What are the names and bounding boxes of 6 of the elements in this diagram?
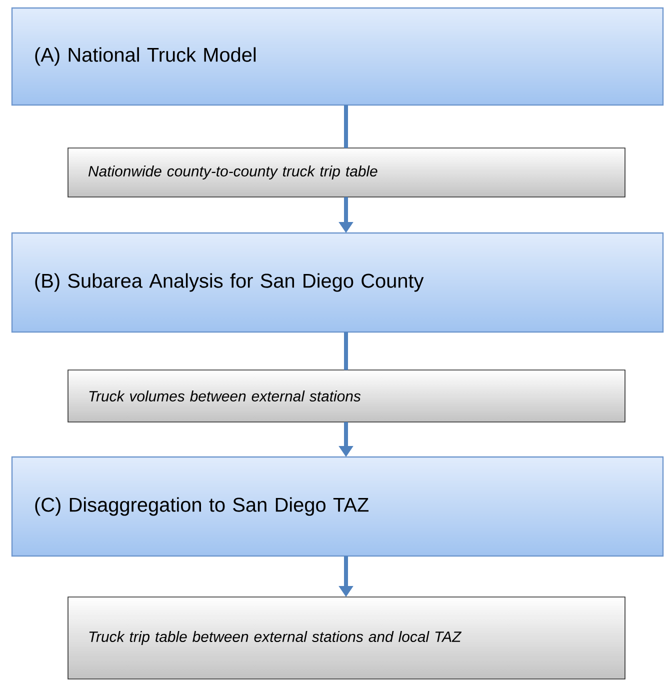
output-box: Nationwide county-to-county truck trip table — [68, 148, 626, 198]
output-box: Truck volumes between external stations — [68, 370, 626, 422]
output-box: Truck trip table between external stations and local TAZ — [68, 596, 626, 680]
stage-box: (B) Subarea Analysis for San Diego County — [11, 232, 664, 333]
stage-box: (A) National Truck Model — [11, 7, 664, 106]
stage-box: (C) Disaggregation to San Diego TAZ — [11, 456, 664, 557]
